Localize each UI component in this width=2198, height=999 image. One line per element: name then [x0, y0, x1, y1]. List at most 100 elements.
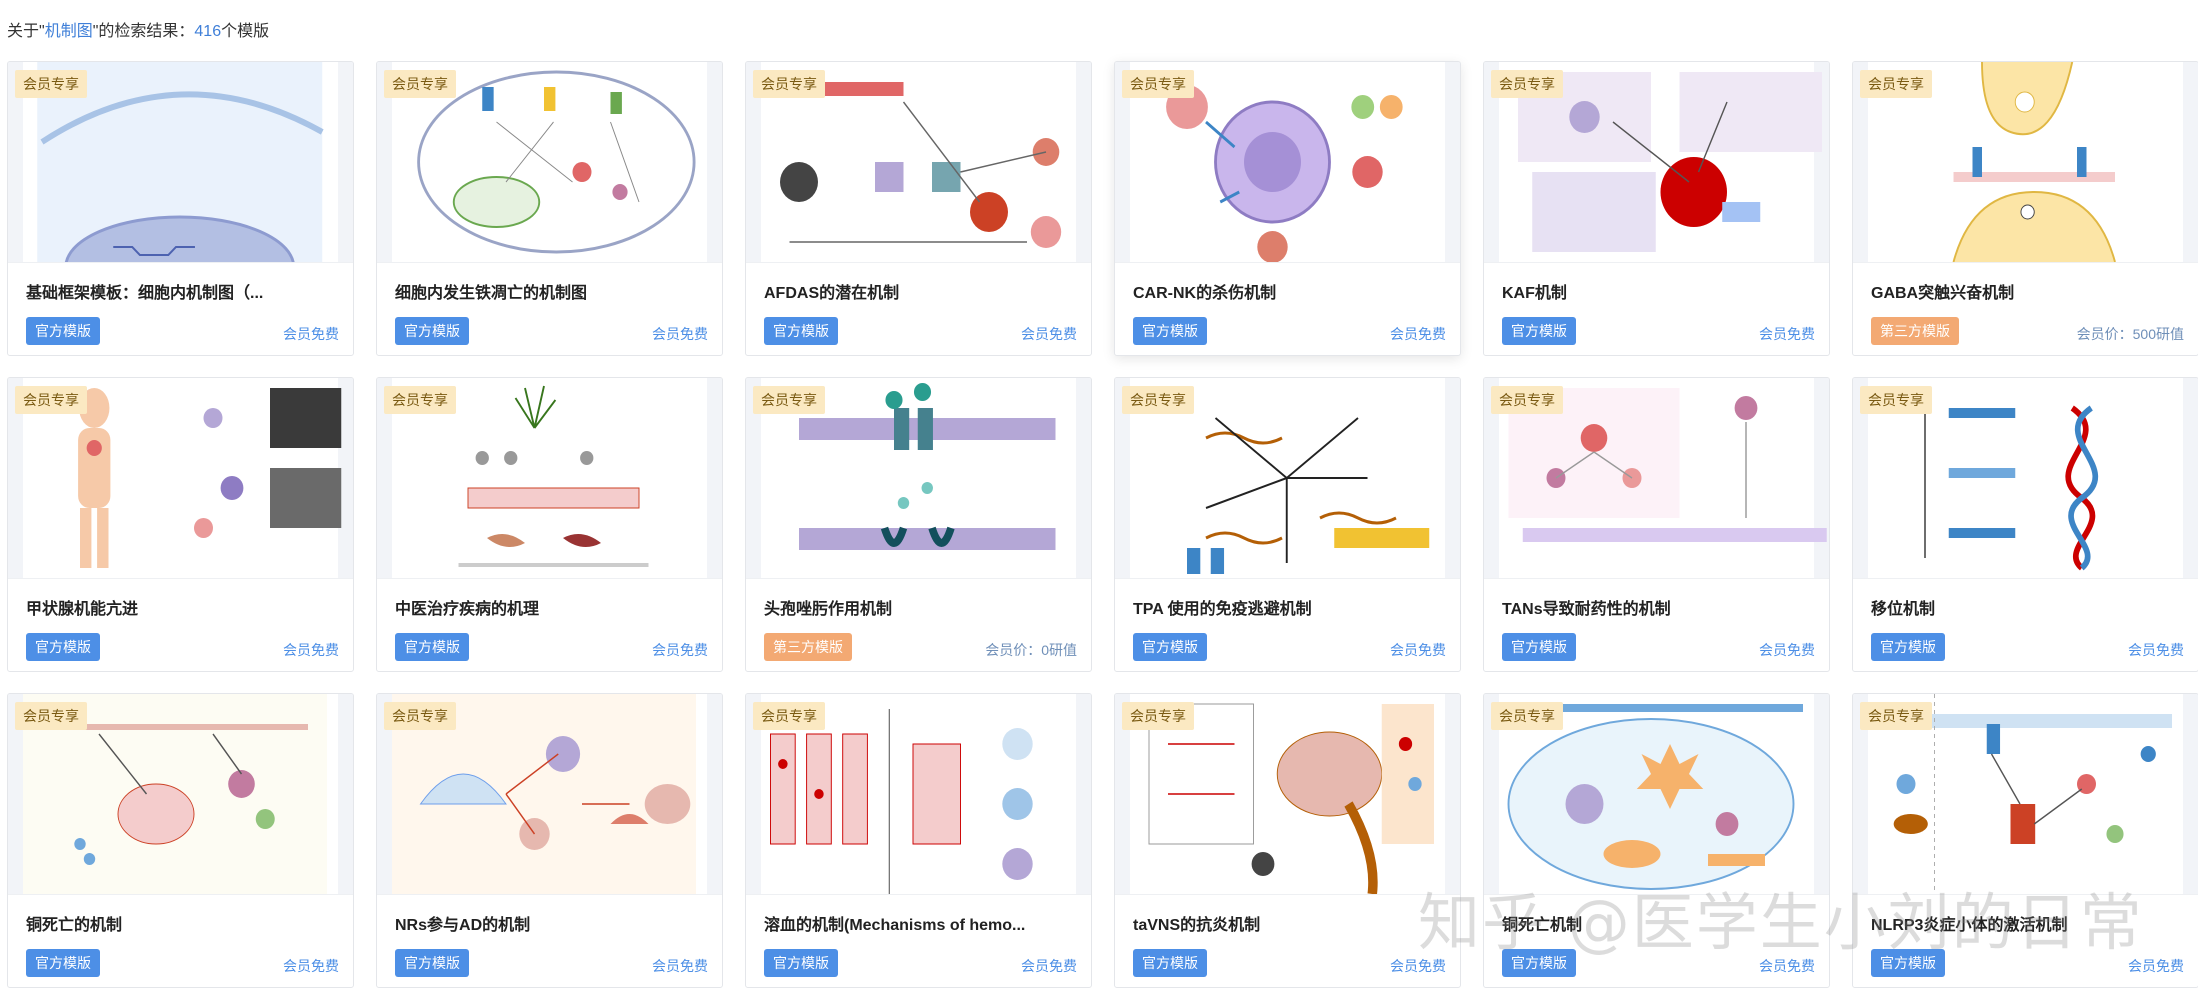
official-template-tag: 官方模版	[1133, 633, 1207, 661]
template-card[interactable]: 会员专享中医治疗疾病的机理官方模版会员免费	[376, 377, 723, 672]
official-template-tag: 官方模版	[1502, 949, 1576, 977]
member-exclusive-badge: 会员专享	[15, 386, 87, 414]
template-card[interactable]: 会员专享 TPA 使用的免疫逃避机制官方模版 会员免费	[1114, 377, 1461, 672]
template-title[interactable]: 溶血的机制(Mechanisms of hemo...	[764, 917, 1026, 934]
official-template-tag: 官方模版	[1502, 633, 1576, 661]
price-label: 会员免费	[652, 958, 708, 974]
member-exclusive-badge: 会员专享	[384, 386, 456, 414]
template-thumbnail[interactable]: 会员专享	[746, 62, 1091, 263]
template-title[interactable]: 基础框架模板：细胞内机制图（...	[26, 285, 264, 302]
member-exclusive-badge: 会员专享	[1860, 70, 1932, 98]
template-title[interactable]: 铜死亡机制	[1502, 917, 1583, 934]
template-thumbnail[interactable]: 会员专享	[8, 62, 353, 263]
template-thumbnail[interactable]: 会员专享	[1853, 694, 2198, 895]
price-label: 会员免费	[283, 326, 339, 342]
member-exclusive-badge: 会员专享	[753, 702, 825, 730]
template-title[interactable]: NLRP3炎症小体的激活机制	[1871, 917, 2068, 934]
price-label: 会员免费	[2128, 958, 2184, 974]
template-card[interactable]: 会员专享铜死亡机制官方模版会员免费	[1483, 693, 1830, 988]
third-party-template-tag: 第三方模版	[1871, 317, 1959, 345]
template-title[interactable]: 移位机制	[1871, 601, 1936, 618]
template-title[interactable]: 头孢唑肟作用机制	[764, 601, 893, 618]
price-label: 会员免费	[283, 642, 339, 658]
member-exclusive-badge: 会员专享	[1860, 702, 1932, 730]
official-template-tag: 官方模版	[1133, 949, 1207, 977]
template-thumbnail[interactable]: 会员专享	[1484, 694, 1829, 895]
member-exclusive-badge: 会员专享	[1122, 386, 1194, 414]
template-card[interactable]: 会员专享 GABA突触兴奋机制第三方模版 会员价：500研值	[1852, 61, 2198, 356]
member-exclusive-badge: 会员专享	[384, 70, 456, 98]
price-label: 会员价：0研值	[985, 642, 1077, 658]
price-label: 会员价：500研值	[2076, 326, 2184, 342]
diagram-preview	[1499, 378, 1827, 578]
diagram-preview	[392, 694, 707, 894]
price-label: 会员免费	[283, 958, 339, 974]
template-thumbnail[interactable]: 会员专享	[8, 378, 353, 579]
template-card[interactable]: 会员专享 taVNS的抗炎机制官方模版 会员免费	[1114, 693, 1461, 988]
template-thumbnail[interactable]: 会员专享	[746, 378, 1091, 579]
template-title[interactable]: 甲状腺机能亢进	[26, 601, 139, 618]
template-thumbnail[interactable]: 会员专享	[746, 694, 1091, 895]
price-label: 会员免费	[1390, 642, 1446, 658]
price-label: 会员免费	[652, 326, 708, 342]
template-card[interactable]: 会员专享头孢唑肟作用机制第三方模版 会员价：0研值	[745, 377, 1092, 672]
template-thumbnail[interactable]: 会员专享	[377, 694, 722, 895]
template-thumbnail[interactable]: 会员专享	[377, 62, 722, 263]
member-exclusive-badge: 会员专享	[1122, 70, 1194, 98]
official-template-tag: 官方模版	[1133, 317, 1207, 345]
template-title[interactable]: 细胞内发生铁凋亡的机制图	[395, 285, 588, 302]
member-exclusive-badge: 会员专享	[753, 70, 825, 98]
member-exclusive-badge: 会员专享	[15, 70, 87, 98]
template-card[interactable]: 会员专享铜死亡的机制官方模版 会员免费	[7, 693, 354, 988]
summary-middle: "的检索结果：	[92, 23, 195, 40]
template-title[interactable]: TPA 使用的免疫逃避机制	[1133, 601, 1312, 618]
template-thumbnail[interactable]: 会员专享	[1115, 378, 1460, 579]
template-card[interactable]: 会员专享 CAR-NK的杀伤机制官方模版 会员免费	[1114, 61, 1461, 356]
official-template-tag: 官方模版	[26, 633, 100, 661]
template-thumbnail[interactable]: 会员专享	[1115, 62, 1460, 263]
price-label: 会员免费	[1390, 958, 1446, 974]
template-title[interactable]: AFDAS的潜在机制	[764, 285, 900, 302]
template-thumbnail[interactable]: 会员专享	[1853, 62, 2198, 263]
template-title[interactable]: 铜死亡的机制	[26, 917, 123, 934]
template-title[interactable]: 中医治疗疾病的机理	[395, 601, 540, 618]
template-thumbnail[interactable]: 会员专享	[377, 378, 722, 579]
template-thumbnail[interactable]: 会员专享	[1484, 62, 1829, 263]
template-title[interactable]: TANs导致耐药性的机制	[1502, 601, 1671, 618]
member-exclusive-badge: 会员专享	[1491, 70, 1563, 98]
template-thumbnail[interactable]: 会员专享	[1484, 378, 1829, 579]
template-thumbnail[interactable]: 会员专享	[1853, 378, 2198, 579]
template-card[interactable]: 会员专享基础框架模板：细胞内机制图（... 官方模版 会员免费	[7, 61, 354, 356]
official-template-tag: 官方模版	[395, 317, 469, 345]
template-card[interactable]: 会员专享甲状腺机能亢进官方模版 会员免费	[7, 377, 354, 672]
template-thumbnail[interactable]: 会员专享	[1115, 694, 1460, 895]
member-exclusive-badge: 会员专享	[1122, 702, 1194, 730]
template-title[interactable]: CAR-NK的杀伤机制	[1133, 285, 1277, 302]
template-thumbnail[interactable]: 会员专享	[8, 694, 353, 895]
template-title[interactable]: NRs参与AD的机制	[395, 917, 531, 934]
official-template-tag: 官方模版	[1871, 633, 1945, 661]
diagram-preview	[23, 694, 338, 894]
template-title[interactable]: taVNS的抗炎机制	[1133, 917, 1261, 934]
template-card[interactable]: 会员专享移位机制官方模版会员免费	[1852, 377, 2198, 672]
search-keyword[interactable]: 机制图	[44, 23, 93, 40]
template-card[interactable]: 会员专享溶血的机制(Mechanisms of hemo...官方模版会员免费	[745, 693, 1092, 988]
template-grid: 会员专享基础框架模板：细胞内机制图（...官方模版会员免费会员专享细胞内发生铁凋…	[7, 61, 2198, 988]
official-template-tag: 官方模版	[26, 317, 100, 345]
official-template-tag: 官方模版	[1502, 317, 1576, 345]
template-card[interactable]: 会员专享 NLRP3炎症小体的激活机制官方模版 会员免费	[1852, 693, 2198, 988]
official-template-tag: 官方模版	[1871, 949, 1945, 977]
template-card[interactable]: 会员专享细胞内发生铁凋亡的机制图官方模版 会员免费	[376, 61, 723, 356]
official-template-tag: 官方模版	[764, 317, 838, 345]
official-template-tag: 官方模版	[26, 949, 100, 977]
member-exclusive-badge: 会员专享	[15, 702, 87, 730]
third-party-template-tag: 第三方模版	[764, 633, 852, 661]
template-title[interactable]: GABA突触兴奋机制	[1871, 285, 2015, 302]
template-title[interactable]: KAF机制	[1502, 285, 1567, 302]
price-label: 会员免费	[1390, 326, 1446, 342]
price-label: 会员免费	[1021, 958, 1077, 974]
